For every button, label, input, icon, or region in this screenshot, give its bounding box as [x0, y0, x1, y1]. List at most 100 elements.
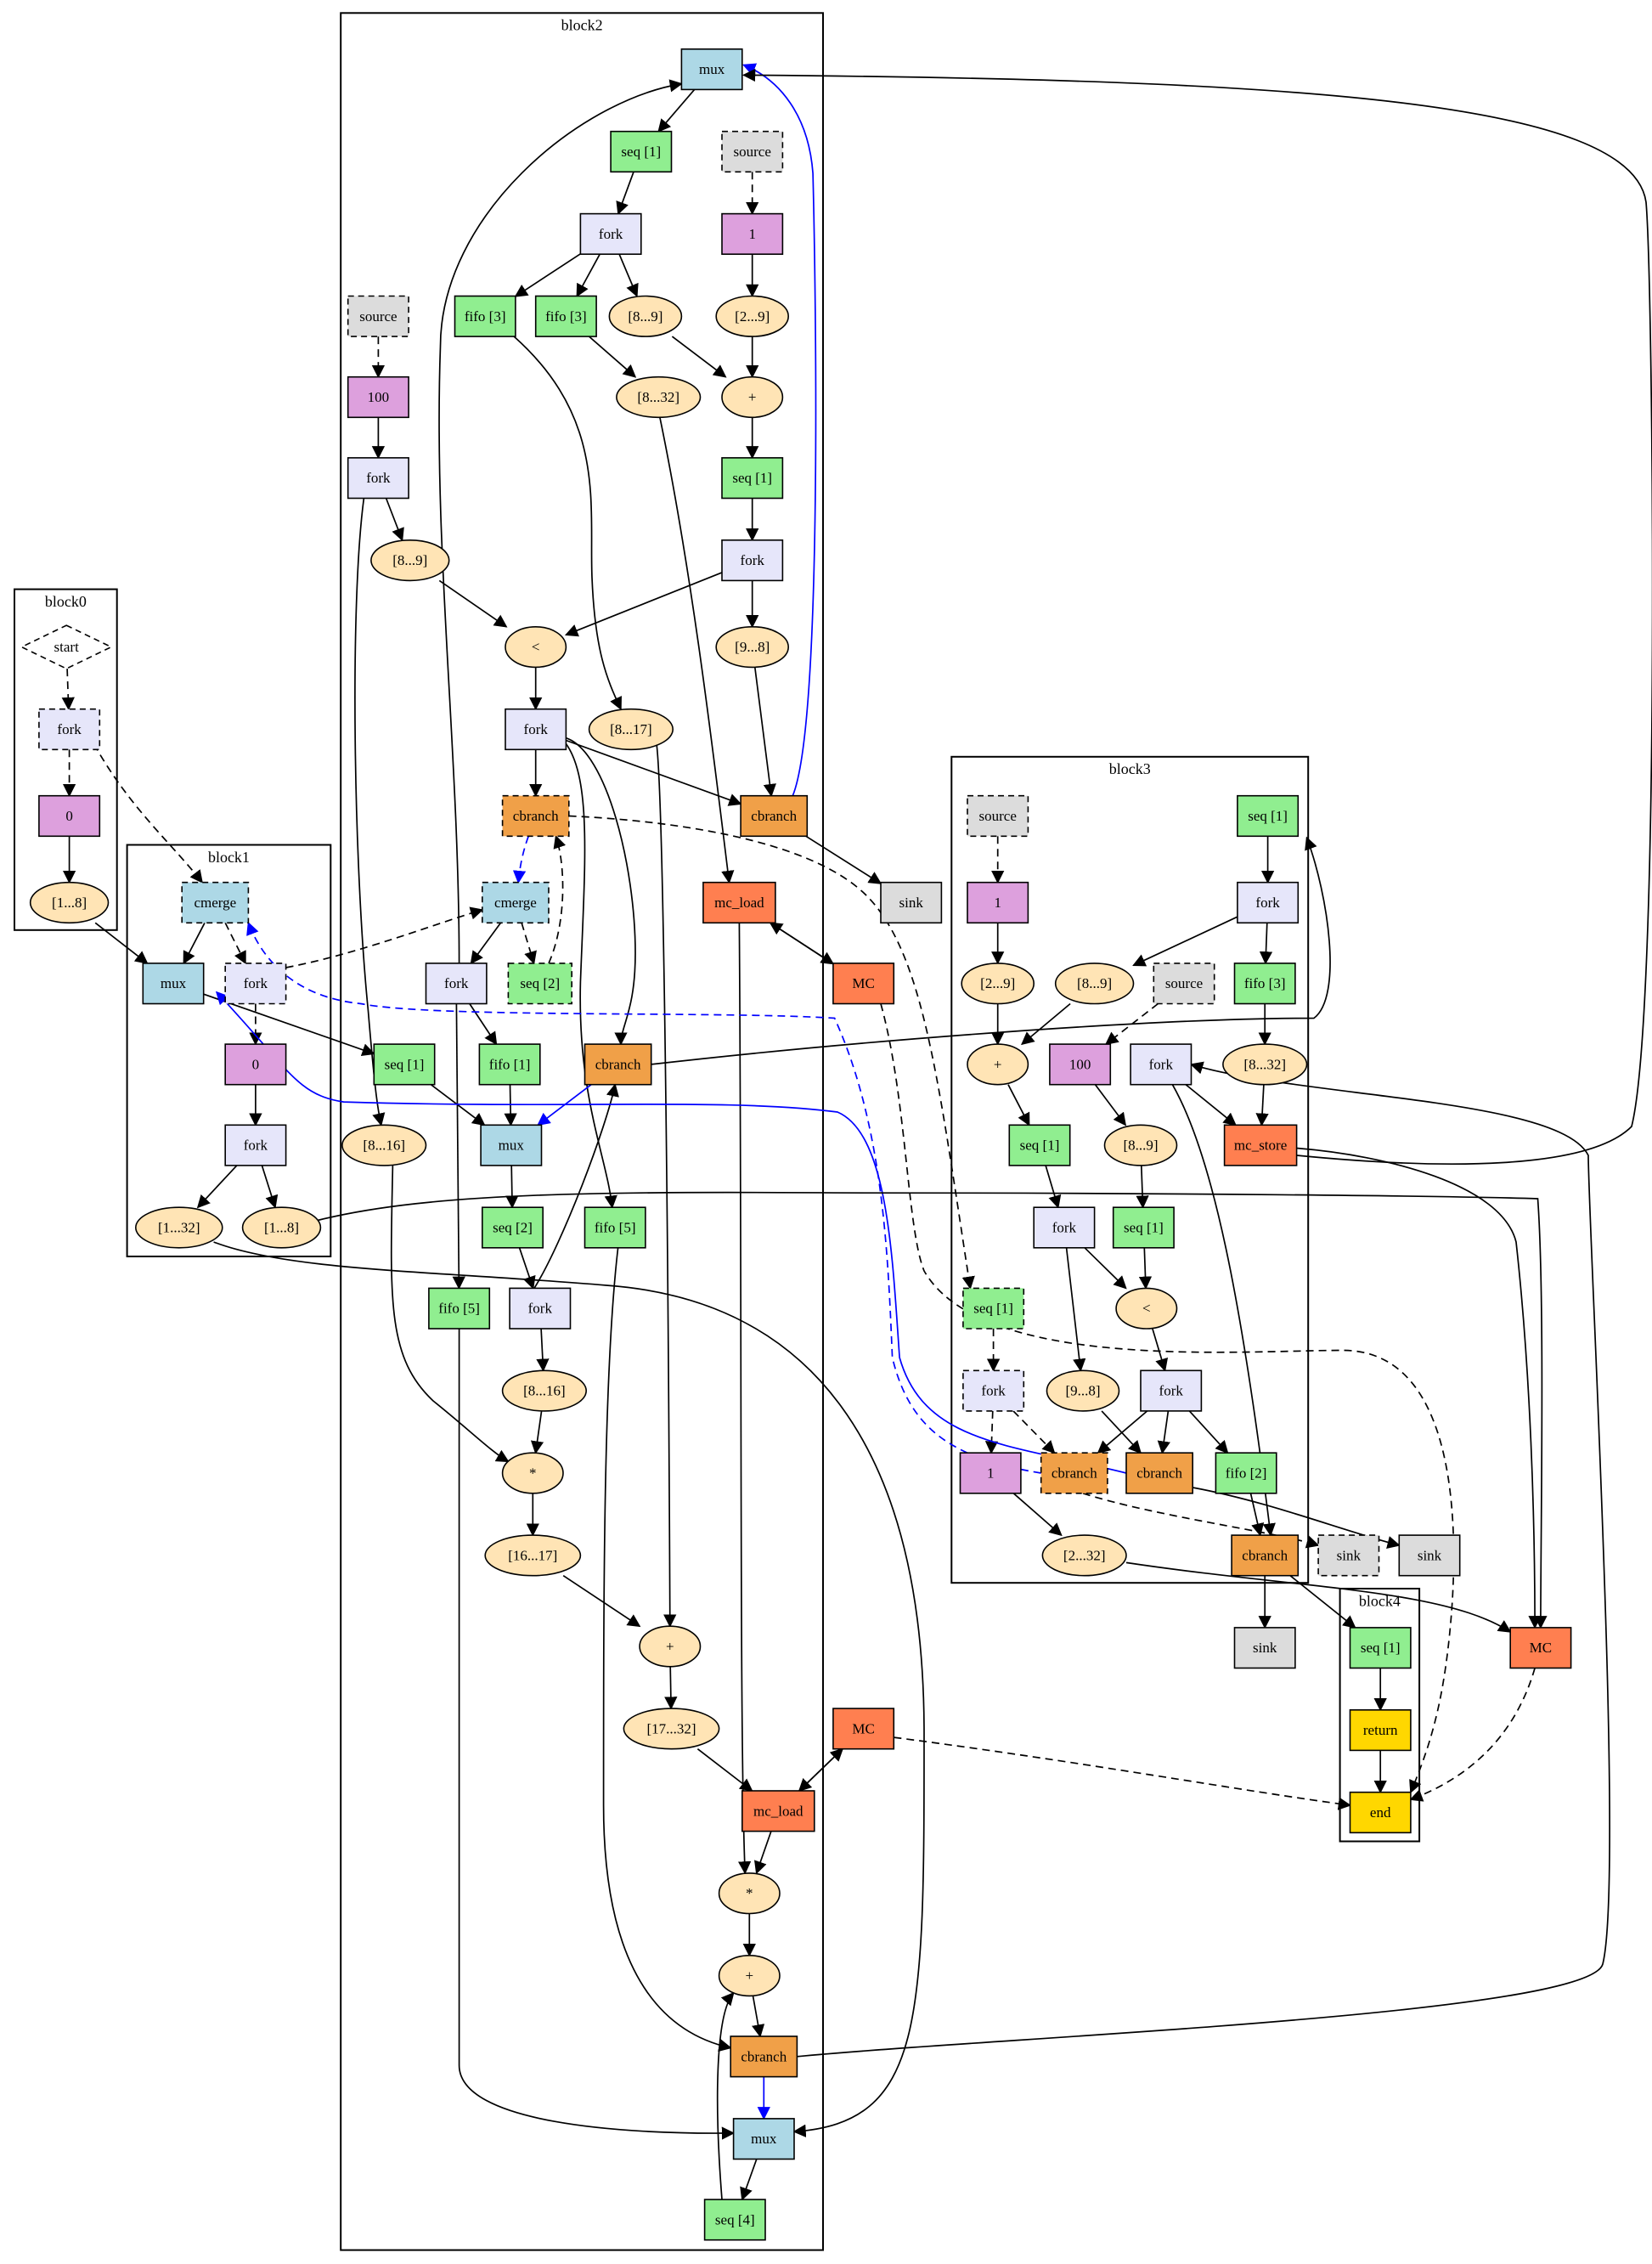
- node-b3_fork2[interactable]: fork: [1130, 1043, 1192, 1086]
- node-label: [16...17]: [508, 1547, 557, 1563]
- node-b2_mc2[interactable]: MC: [832, 1708, 895, 1750]
- node-b2_c100[interactable]: 100: [347, 375, 409, 419]
- node-b4_end[interactable]: end: [1349, 1791, 1412, 1834]
- cluster-label: block3: [1109, 760, 1151, 777]
- node-mc_right[interactable]: MC: [1509, 1627, 1572, 1669]
- node-b3_fork3[interactable]: fork: [1033, 1206, 1096, 1249]
- node-label: +: [994, 1056, 1002, 1072]
- node-b2_cmerge[interactable]: cmerge: [481, 881, 550, 924]
- node-b3_r89a[interactable]: [8...9]: [1054, 963, 1135, 1005]
- node-b1_fork[interactable]: fork: [224, 963, 287, 1005]
- node-b2_seq1b[interactable]: seq [1]: [721, 457, 784, 500]
- node-b2_lt[interactable]: <: [505, 625, 567, 669]
- node-b3_sink3[interactable]: sink: [1233, 1627, 1296, 1669]
- node-b1_fork2[interactable]: fork: [224, 1124, 287, 1166]
- node-b0_fork[interactable]: fork: [38, 708, 101, 751]
- node-b2_fifo5b[interactable]: fifo [5]: [584, 1206, 646, 1249]
- node-b3_seq1c[interactable]: seq [1]: [1112, 1206, 1175, 1249]
- node-b3_seq1b[interactable]: seq [1]: [1008, 1124, 1071, 1166]
- node-b2_fork5[interactable]: fork: [425, 963, 488, 1005]
- node-b2_mc1[interactable]: MC: [832, 963, 895, 1005]
- node-b1_cmerge[interactable]: cmerge: [181, 881, 250, 924]
- node-b3_c1[interactable]: 1: [967, 881, 1029, 924]
- node-b1_ext8[interactable]: [1...8]: [241, 1206, 322, 1249]
- node-b2_r89b[interactable]: [8...9]: [370, 539, 450, 582]
- node-b3_cbranch1[interactable]: cbranch: [1040, 1452, 1108, 1494]
- node-b2_fork1[interactable]: fork: [579, 212, 642, 256]
- node-b3_r89b[interactable]: [8...9]: [1103, 1124, 1178, 1166]
- node-b4_return[interactable]: return: [1349, 1709, 1412, 1752]
- node-b2_plus3[interactable]: +: [718, 1955, 781, 1997]
- node-b2_c1[interactable]: 1: [721, 212, 784, 256]
- node-b2_fork2[interactable]: fork: [347, 457, 409, 500]
- node-b0_ext[interactable]: [1...8]: [29, 881, 110, 924]
- node-b2_mux_bot[interactable]: mux: [732, 2118, 795, 2160]
- node-b3_seq1d[interactable]: seq [1]: [962, 1287, 1025, 1330]
- node-b2_r832[interactable]: [8...32]: [616, 375, 702, 419]
- node-b2_plus2[interactable]: +: [639, 1625, 702, 1668]
- node-b2_mux_top[interactable]: mux: [680, 48, 743, 91]
- node-b2_mcload1[interactable]: mc_load: [702, 881, 776, 924]
- node-b1_mux[interactable]: mux: [142, 963, 205, 1005]
- node-b3_source1[interactable]: source: [967, 794, 1029, 838]
- node-b3_fork4[interactable]: fork: [962, 1369, 1025, 1412]
- node-b3_mcstore[interactable]: mc_store: [1223, 1124, 1298, 1166]
- node-b3_source2[interactable]: source: [1153, 963, 1215, 1005]
- node-b2_r816b[interactable]: [8...16]: [501, 1369, 588, 1412]
- node-b2_sink1[interactable]: sink: [880, 881, 943, 924]
- node-b2_seq1a[interactable]: seq [1]: [610, 130, 673, 173]
- node-b2_source2[interactable]: source: [347, 295, 409, 337]
- node-b2_source1[interactable]: source: [721, 130, 784, 173]
- node-b1_c0[interactable]: 0: [224, 1043, 287, 1086]
- node-b3_fifo3[interactable]: fifo [3]: [1233, 963, 1296, 1005]
- node-b2_r817[interactable]: [8...17]: [588, 708, 674, 751]
- node-b3_r29[interactable]: [2...9]: [961, 963, 1035, 1005]
- node-b2_fifo1[interactable]: fifo [1]: [478, 1043, 541, 1086]
- node-b2_mcload2[interactable]: mc_load: [741, 1790, 815, 1832]
- node-b2_r89a[interactable]: [8...9]: [608, 295, 683, 337]
- node-b3_c100[interactable]: 100: [1049, 1043, 1112, 1086]
- node-b3_fork5[interactable]: fork: [1140, 1369, 1203, 1412]
- node-b2_r29[interactable]: [2...9]: [715, 295, 790, 337]
- node-b3_sink2[interactable]: sink: [1398, 1534, 1461, 1577]
- node-b2_mul2[interactable]: *: [718, 1872, 781, 1915]
- node-b3_r832[interactable]: [8...32]: [1222, 1043, 1308, 1086]
- node-b2_seq4[interactable]: seq [4]: [703, 2199, 766, 2241]
- node-b2_fifo3b[interactable]: fifo [3]: [534, 295, 597, 337]
- node-b2_cbranch2[interactable]: cbranch: [740, 794, 809, 838]
- node-b3_r232[interactable]: [2...32]: [1041, 1534, 1127, 1577]
- node-b0_c0[interactable]: 0: [38, 794, 101, 838]
- node-b3_cbranch3[interactable]: cbranch: [1231, 1534, 1300, 1577]
- node-b2_r1617[interactable]: [16...17]: [484, 1534, 582, 1577]
- node-b2_fork3[interactable]: fork: [721, 539, 784, 582]
- node-b3_plus[interactable]: +: [967, 1043, 1029, 1086]
- node-b3_fork1[interactable]: fork: [1237, 881, 1300, 924]
- node-b3_seq1a[interactable]: seq [1]: [1237, 794, 1300, 838]
- node-b2_plus1[interactable]: +: [721, 375, 784, 419]
- node-b2_r816a[interactable]: [8...16]: [341, 1124, 427, 1166]
- node-b2_cbranch1[interactable]: cbranch: [501, 794, 570, 838]
- node-b3_r98[interactable]: [9...8]: [1046, 1369, 1120, 1412]
- node-b2_seq2a[interactable]: seq [2]: [507, 963, 573, 1005]
- node-b0_start[interactable]: start: [20, 624, 113, 669]
- node-b2_mux_mid[interactable]: mux: [480, 1124, 543, 1166]
- node-b3_sink1[interactable]: sink: [1317, 1534, 1380, 1577]
- node-b2_fifo5a[interactable]: fifo [5]: [428, 1287, 491, 1330]
- node-b2_seq2b[interactable]: seq [2]: [481, 1206, 544, 1249]
- node-b3_c1b[interactable]: 1: [959, 1452, 1022, 1494]
- node-b2_fork4[interactable]: fork: [505, 708, 567, 751]
- node-b3_fifo2[interactable]: fifo [2]: [1215, 1452, 1277, 1494]
- node-b2_cbranch4[interactable]: cbranch: [730, 2035, 798, 2078]
- node-b2_r1732[interactable]: [17...32]: [623, 1708, 720, 1750]
- node-b1_ext32[interactable]: [1...32]: [135, 1206, 223, 1249]
- node-b3_cbranch2[interactable]: cbranch: [1125, 1452, 1193, 1494]
- node-b2_fork6[interactable]: fork: [509, 1287, 572, 1330]
- node-b2_cbranch3[interactable]: cbranch: [584, 1043, 652, 1086]
- node-b2_fifo3a[interactable]: fifo [3]: [454, 295, 516, 337]
- node-b2_r98[interactable]: [9...8]: [715, 625, 790, 669]
- node-b3_lt[interactable]: <: [1115, 1287, 1178, 1330]
- node-b2_seq1c[interactable]: seq [1]: [373, 1043, 436, 1086]
- node-b2_mul1[interactable]: *: [501, 1452, 564, 1494]
- node-b4_seq1[interactable]: seq [1]: [1349, 1627, 1412, 1669]
- node-shape: [347, 295, 409, 337]
